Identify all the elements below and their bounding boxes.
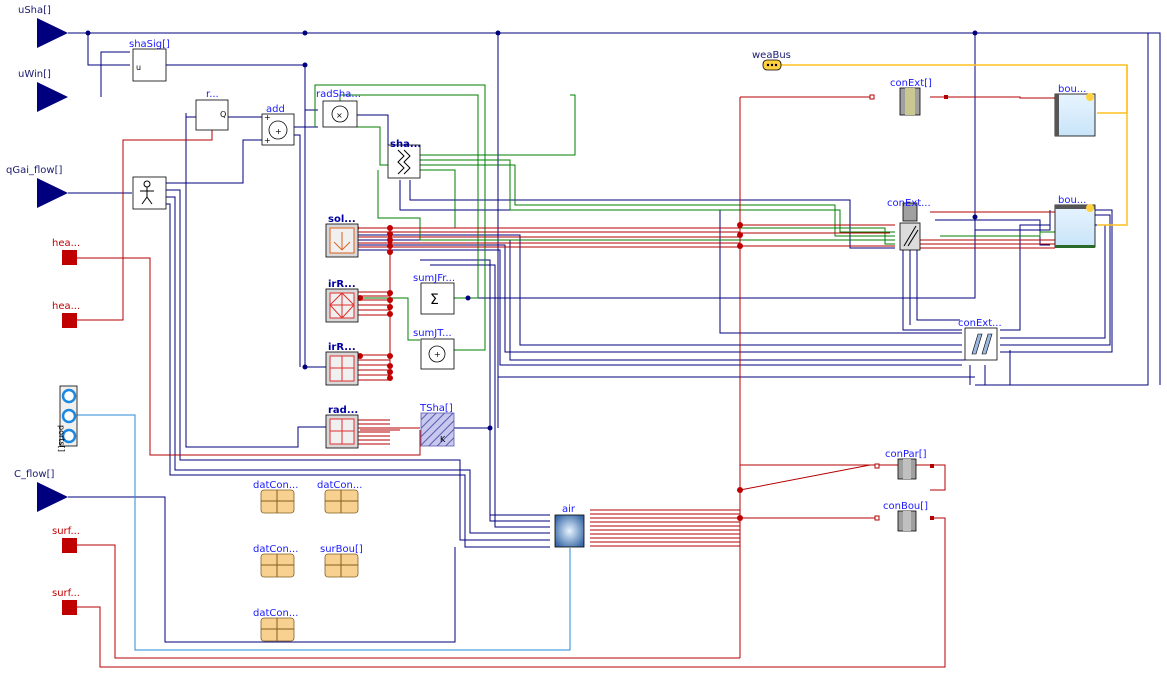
- svg-text:datCon...: datCon...: [253, 544, 298, 555]
- svg-text:bou...: bou...: [1058, 84, 1086, 95]
- svg-text:surf...: surf...: [52, 526, 80, 537]
- boundary-mid[interactable]: bou...: [1054, 195, 1096, 248]
- input-uWin[interactable]: uWin[]: [18, 69, 68, 112]
- block-irR-2[interactable]: irR...: [325, 342, 359, 386]
- svg-text:datCon...: datCon...: [253, 480, 298, 491]
- input-qGai-flow[interactable]: qGai_flow[]: [6, 165, 68, 208]
- block-r[interactable]: r... Q: [195, 89, 229, 131]
- fluid-wire: [77, 414, 571, 651]
- block-conExt[interactable]: conExt[]: [869, 78, 948, 116]
- block-sha[interactable]: sha...: [387, 139, 421, 179]
- block-conExtWin[interactable]: conExt...: [887, 198, 931, 251]
- svg-text:K: K: [440, 435, 446, 444]
- record-surBou[interactable]: surBou[]: [320, 544, 363, 578]
- svg-text:+: +: [275, 127, 282, 136]
- svg-text:+: +: [264, 113, 271, 122]
- record-datCon-2[interactable]: datCon...: [317, 480, 362, 514]
- block-radSha[interactable]: × radSha...: [316, 89, 361, 128]
- record-datCon-4[interactable]: datCon...: [253, 608, 298, 642]
- input-uSha[interactable]: uSha[]: [18, 5, 68, 48]
- boundary-top[interactable]: bou...: [1054, 84, 1096, 137]
- block-conExtWinFra[interactable]: conExt...: [958, 318, 1002, 361]
- heat-wires: [75, 96, 1055, 668]
- svg-text:surBou[]: surBou[]: [320, 544, 363, 555]
- svg-text:radSha...: radSha...: [316, 89, 361, 100]
- svg-text:TSha[]: TSha[]: [419, 403, 453, 414]
- heat-junction-dots: [353, 222, 743, 521]
- svg-text:datCon...: datCon...: [253, 608, 298, 619]
- fluid-ports[interactable]: ports[]: [57, 385, 78, 452]
- svg-text:+: +: [264, 136, 271, 145]
- svg-text:weaBus: weaBus: [752, 50, 791, 61]
- svg-text:bou...: bou...: [1058, 195, 1086, 206]
- svg-text:air: air: [562, 504, 576, 515]
- block-conBou[interactable]: conBou[]: [874, 501, 934, 532]
- block-sumJT[interactable]: + sumJT...: [413, 328, 455, 370]
- svg-text:sol...: sol...: [328, 214, 356, 225]
- block-gain-distribution[interactable]: [132, 176, 167, 210]
- heat-port-surf-1[interactable]: surf...: [52, 526, 80, 553]
- input-C-flow[interactable]: C_flow[]: [14, 469, 68, 512]
- block-rad[interactable]: rad...: [325, 405, 359, 449]
- block-sol[interactable]: sol...: [325, 214, 359, 258]
- weather-bus[interactable]: weaBus: [752, 50, 791, 71]
- svg-text:irR...: irR...: [328, 342, 356, 353]
- svg-text:conExt...: conExt...: [887, 198, 931, 209]
- svg-text:C_flow[]: C_flow[]: [14, 469, 54, 480]
- svg-text:conExt...: conExt...: [958, 318, 1002, 329]
- block-air[interactable]: air: [554, 504, 585, 548]
- record-datCon-3[interactable]: datCon...: [253, 544, 298, 578]
- svg-text:Q: Q: [220, 110, 226, 119]
- svg-text:irR...: irR...: [328, 279, 356, 290]
- svg-text:sha...: sha...: [390, 139, 421, 150]
- block-shaSig[interactable]: shaSig[] u: [129, 39, 170, 82]
- svg-text:uSha[]: uSha[]: [18, 5, 51, 16]
- svg-text:r...: r...: [206, 89, 219, 100]
- signal-wires: [68, 32, 1161, 643]
- block-add[interactable]: + + + add: [261, 104, 295, 146]
- svg-text:conPar[]: conPar[]: [885, 449, 927, 460]
- block-irR-1[interactable]: irR...: [325, 279, 359, 323]
- svg-text:u: u: [136, 63, 141, 72]
- svg-text:conBou[]: conBou[]: [883, 501, 928, 512]
- block-TSha[interactable]: K TSha[]: [419, 403, 455, 447]
- radiation-wires: [314, 84, 1055, 351]
- svg-text:shaSig[]: shaSig[]: [129, 39, 170, 50]
- svg-text:+: +: [434, 350, 441, 359]
- svg-text:ports[]: ports[]: [57, 425, 66, 452]
- svg-text:rad...: rad...: [328, 405, 358, 416]
- heat-port-surf-2[interactable]: surf...: [52, 588, 80, 615]
- svg-text:×: ×: [336, 111, 343, 120]
- svg-text:sumJT...: sumJT...: [413, 328, 452, 339]
- svg-text:sumJFr...: sumJFr...: [413, 273, 455, 284]
- block-sumJFr[interactable]: Σ sumJFr...: [413, 273, 455, 315]
- svg-text:Σ: Σ: [430, 292, 439, 308]
- svg-text:datCon...: datCon...: [317, 480, 362, 491]
- svg-text:surf...: surf...: [52, 588, 80, 599]
- svg-text:uWin[]: uWin[]: [18, 69, 51, 80]
- junction-dots: [85, 30, 978, 431]
- svg-text:qGai_flow[]: qGai_flow[]: [6, 165, 63, 176]
- block-conPar[interactable]: conPar[]: [874, 449, 934, 480]
- weather-wire: [780, 64, 1128, 226]
- heat-port-hea-2[interactable]: hea...: [52, 301, 80, 328]
- svg-text:hea...: hea...: [52, 238, 80, 249]
- heat-port-hea-1[interactable]: hea...: [52, 238, 80, 265]
- record-datCon-1[interactable]: datCon...: [253, 480, 298, 514]
- svg-text:add: add: [266, 104, 285, 115]
- svg-text:conExt[]: conExt[]: [890, 78, 932, 89]
- svg-text:hea...: hea...: [52, 301, 80, 312]
